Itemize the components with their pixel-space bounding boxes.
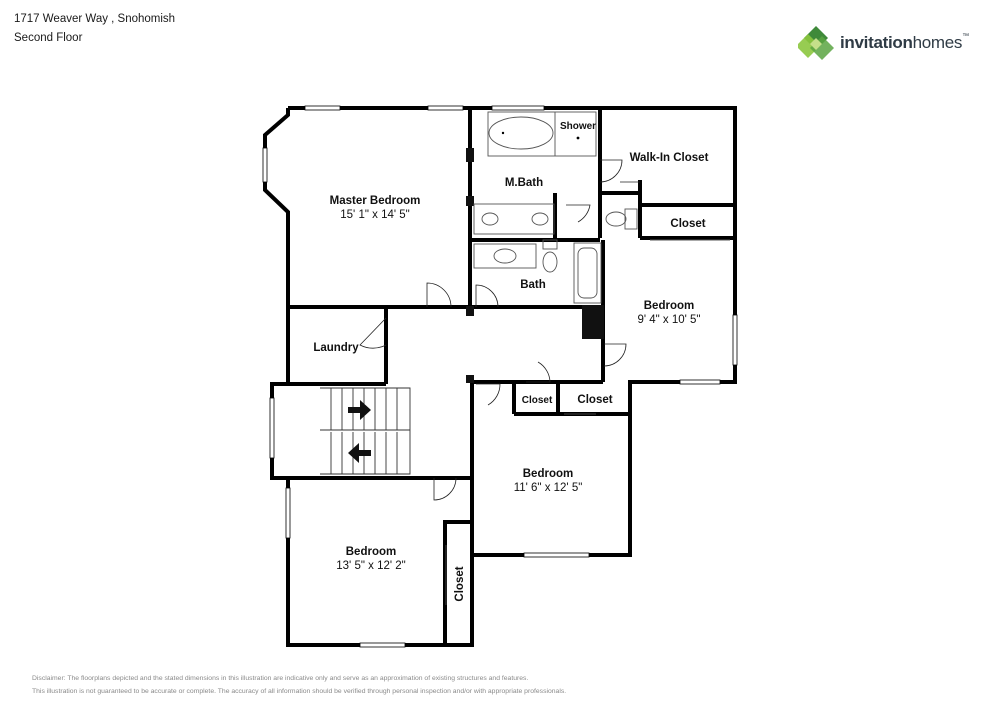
stair-down-arrow-icon xyxy=(348,443,371,463)
room-name-laundry: Laundry xyxy=(313,342,359,354)
drain xyxy=(576,136,580,140)
floor-label: Second Floor xyxy=(14,32,83,44)
walls xyxy=(263,106,737,647)
logo-trademark: ™ xyxy=(962,33,969,40)
logo-wordmark: invitationhomes™ xyxy=(840,33,969,53)
logo-word-homes: homes xyxy=(912,33,963,52)
room-name-bath: Bath xyxy=(520,279,546,291)
wall-stub xyxy=(466,375,474,383)
fixtures xyxy=(473,111,730,304)
drain xyxy=(501,131,505,135)
wall-stub xyxy=(466,196,474,206)
room-name-closet-small: Closet xyxy=(522,395,553,406)
room-name-bedroom-center: Bedroom xyxy=(523,468,573,480)
room-dims-bedroom-east: 9' 4" x 10' 5" xyxy=(637,314,700,326)
windows xyxy=(262,105,738,648)
disclaimer-line-1: Disclaimer: The floorplans depicted and … xyxy=(32,675,529,682)
room-name-walk-in-closet: Walk-In Closet xyxy=(630,152,709,164)
room-name-closet-center: Closet xyxy=(577,394,612,406)
room-name-bedroom-sw: Bedroom xyxy=(346,546,396,558)
stairs xyxy=(320,387,411,475)
room-name-bedroom-east: Bedroom xyxy=(644,300,694,312)
wall-stub xyxy=(466,306,474,316)
doors xyxy=(359,159,640,605)
property-address: 1717 Weaver Way , Snohomish xyxy=(14,13,176,25)
stair-up-arrow-icon xyxy=(348,400,371,420)
disclaimer-line-2: This illustration is not guaranteed to b… xyxy=(32,688,567,695)
wall-stub xyxy=(466,148,474,162)
logo-word-invitation: invitation xyxy=(840,33,913,52)
invitation-homes-logo: invitationhomes™ xyxy=(798,26,969,60)
room-name-closet-vertical: Closet xyxy=(454,566,466,601)
room-name-master-bedroom: Master Bedroom xyxy=(330,195,421,207)
duct-block xyxy=(582,305,604,339)
room-name-shower: Shower xyxy=(560,121,596,132)
room-dims-bedroom-sw: 13' 5" x 12' 2" xyxy=(336,560,405,572)
room-dims-master-bedroom: 15' 1" x 14' 5" xyxy=(340,209,409,221)
room-dims-bedroom-center: 11' 6" x 12' 5" xyxy=(514,482,583,494)
room-name-closet-ne: Closet xyxy=(670,218,705,230)
logo-mark-icon xyxy=(798,26,834,60)
room-name-master-bath: M.Bath xyxy=(505,177,543,189)
